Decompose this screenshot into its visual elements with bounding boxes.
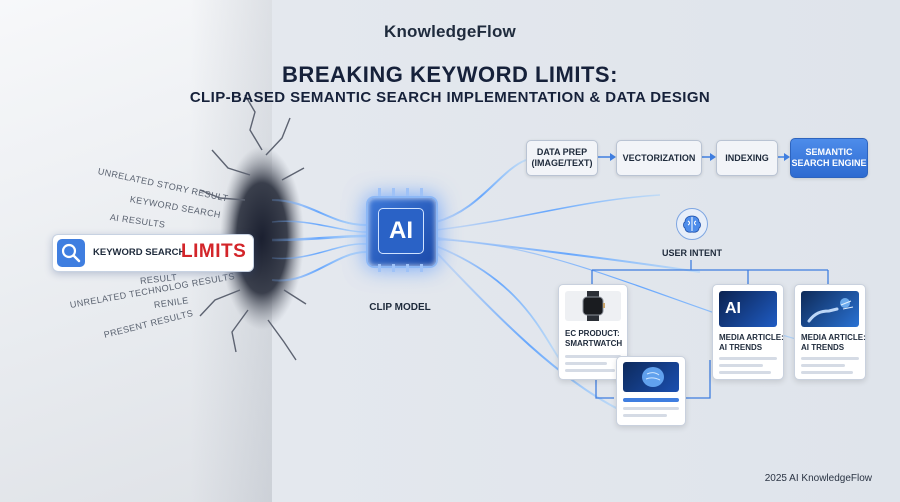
text-placeholder-line: [719, 371, 771, 374]
title-line-1: BREAKING KEYWORD LIMITS:: [282, 62, 618, 87]
chip-pin: [406, 188, 409, 196]
chip-pin: [392, 264, 395, 272]
card-label: EC PRODUCT: SMARTWATCH: [565, 329, 623, 348]
chip-pin: [420, 264, 423, 272]
brain-scan-image: [623, 362, 679, 392]
pipeline-step-indexing: INDEXING: [716, 140, 778, 176]
highlight-bar: [623, 398, 679, 402]
text-placeholder-line: [623, 407, 679, 410]
title-line-2: CLIP-BASED SEMANTIC SEARCH IMPLEMENTATIO…: [189, 89, 711, 106]
result-card-brain-scan[interactable]: [616, 356, 686, 426]
text-placeholder-line: [801, 357, 859, 360]
keyword-search-label: KEYWORD SEARCH: [93, 247, 186, 258]
card-label: MEDIA ARTICLE: AI TRENDS: [801, 333, 866, 352]
keyword-search-bar[interactable]: KEYWORD SEARCH LIMITS: [52, 234, 254, 272]
wall-cracks: [199, 94, 307, 361]
clip-model-label: CLIP MODEL: [369, 302, 431, 313]
wall-breach: [220, 146, 304, 330]
smartwatch-image: [565, 291, 621, 321]
brand-name: KnowledgeFlow: [384, 22, 516, 41]
energy-beams: [271, 199, 367, 282]
ai-chip-text: AI: [378, 208, 424, 254]
text-placeholder-line: [623, 414, 667, 417]
pipeline-step-data-prep: DATA PREP (IMAGE/TEXT): [526, 140, 598, 176]
chip-pin: [378, 264, 381, 272]
pipeline-step-semantic-search-engine: SEMANTIC SEARCH ENGINE: [790, 138, 868, 178]
search-icon: [57, 239, 85, 267]
result-card-ai-trends[interactable]: AI MEDIA ARTICLE: AI TRENDS: [712, 284, 784, 380]
limits-emphasis: LIMITS: [181, 241, 247, 262]
text-placeholder-line: [801, 371, 853, 374]
result-card-ai-trends-robot[interactable]: MEDIA ARTICLE: AI TRENDS: [794, 284, 866, 380]
text-placeholder-line: [565, 362, 607, 365]
chip-pin: [406, 264, 409, 272]
card-label: MEDIA ARTICLE: AI TRENDS: [719, 333, 784, 352]
ai-brain-image: AI: [719, 291, 777, 327]
pipeline-arrows: [597, 153, 790, 161]
brain-icon: [676, 208, 708, 240]
text-placeholder-line: [565, 369, 615, 372]
text-placeholder-line: [719, 357, 777, 360]
text-placeholder-line: [719, 364, 763, 367]
chip-pin: [420, 188, 423, 196]
chip-pin: [392, 188, 395, 196]
footer-credit: 2025 AI KnowledgeFlow: [764, 473, 872, 484]
robot-hand-image: [801, 291, 859, 327]
text-placeholder-line: [565, 355, 621, 358]
text-placeholder-line: [801, 364, 845, 367]
ai-chip: AI: [366, 196, 438, 268]
chip-pin: [378, 188, 381, 196]
pipeline-step-vectorization: VECTORIZATION: [616, 140, 702, 176]
user-intent-label: USER INTENT: [661, 248, 722, 258]
